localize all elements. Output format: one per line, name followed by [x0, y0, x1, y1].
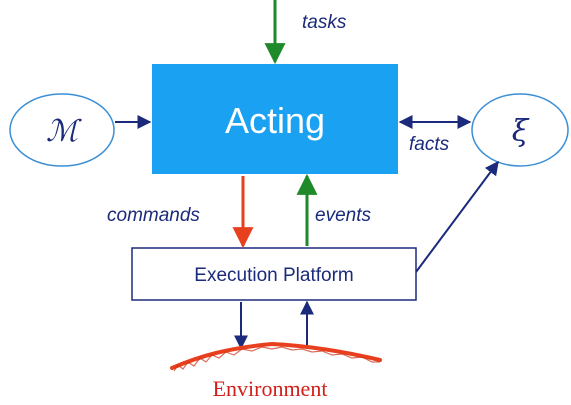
model-ellipse: [9, 93, 115, 167]
facts-label: facts: [409, 134, 450, 155]
model-symbol: ℳ: [46, 114, 82, 149]
platform-label: Execution Platform: [194, 265, 353, 286]
commands-label: commands: [107, 205, 200, 226]
environment-curve-texture: [173, 346, 380, 372]
environment-curve: [170, 341, 382, 370]
events-label: events: [315, 205, 371, 226]
acting-box: [152, 64, 398, 174]
platform-to-xi-arrow: [415, 160, 499, 273]
xi-symbol: ξ: [512, 114, 530, 149]
xi-ellipse: [471, 93, 569, 167]
platform-box: [131, 247, 417, 301]
tasks-label: tasks: [302, 12, 347, 33]
environment-label: Environment: [213, 376, 328, 401]
acting-label: Acting: [225, 100, 325, 141]
